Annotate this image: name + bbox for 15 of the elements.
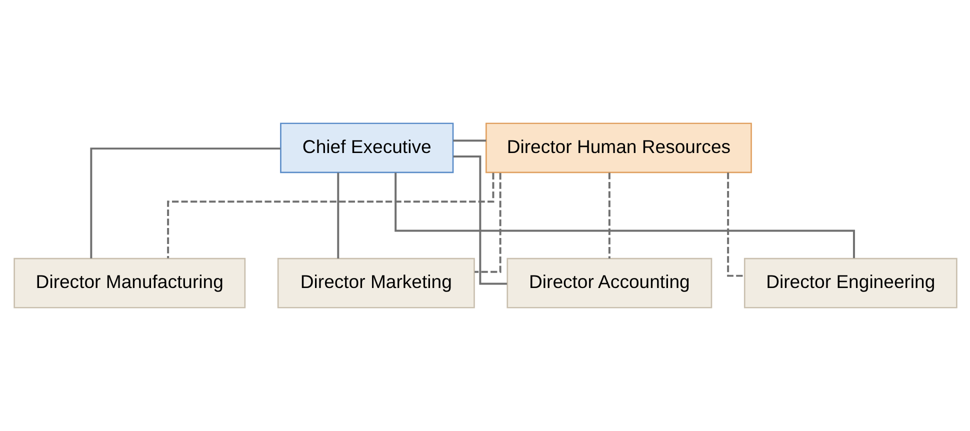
connector xyxy=(90,148,280,258)
connector xyxy=(452,156,506,285)
connector xyxy=(474,172,501,273)
connector xyxy=(726,172,744,277)
node-box: Director Manufacturing xyxy=(13,258,246,308)
connector xyxy=(608,172,610,258)
connector xyxy=(452,140,486,142)
node-box: Director Human Resources xyxy=(485,122,752,174)
node-box: Chief Executive xyxy=(280,122,454,174)
node-box: Director Engineering xyxy=(743,258,957,308)
node-box: Director Accounting xyxy=(506,258,712,308)
connector xyxy=(336,172,339,258)
connector xyxy=(166,172,494,258)
connector xyxy=(394,172,854,258)
node-box: Director Marketing xyxy=(276,258,474,308)
